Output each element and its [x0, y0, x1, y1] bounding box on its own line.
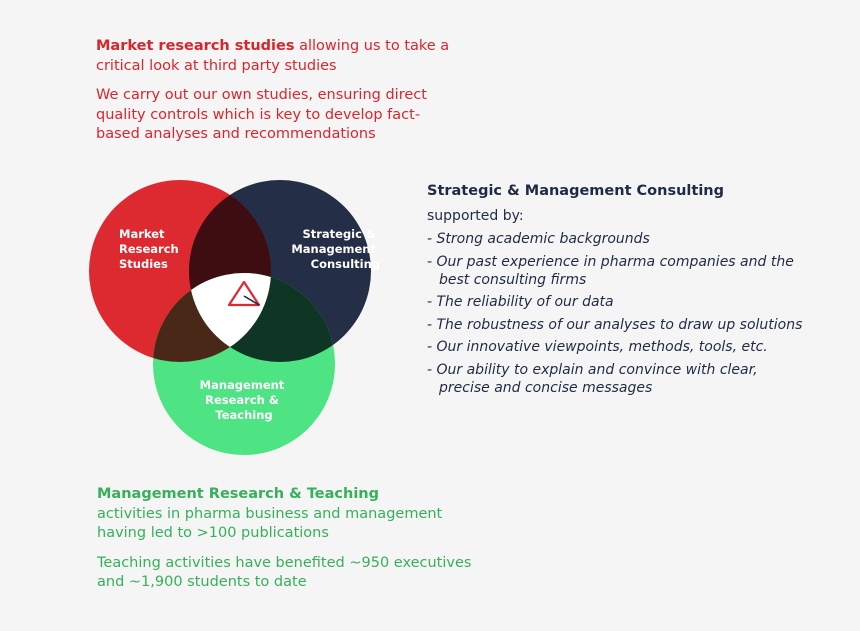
market-research-heading-rest: allowing us to take a critical look at t… [96, 38, 450, 74]
list-item: - Strong academic backgrounds [427, 231, 650, 247]
market-research-intro: Market research studies allowing us to t… [96, 37, 456, 76]
market-label: Market Research Studies [119, 227, 183, 271]
market-research-paragraph: We carry out our own studies, ensuring d… [96, 87, 427, 142]
consulting-list: - Strong academic backgrounds - Our past… [427, 230, 807, 397]
research-paragraph: Teaching activities have benefited ~950 … [97, 554, 472, 591]
research-line: activities in pharma business and manage… [97, 505, 443, 542]
list-item: - The robustness of our analyses to draw… [427, 316, 803, 333]
list-item: - Our innovative viewpoints, methods, to… [427, 339, 768, 355]
market-research-text: Market research studies allowing us to t… [96, 37, 456, 145]
consulting-heading: Strategic & Management Consulting [427, 183, 724, 199]
research-text: Management Research & Teaching activitie… [97, 485, 477, 593]
market-research-heading: Market research studies [96, 38, 295, 54]
triangle-logo-icon [227, 280, 261, 307]
consulting-subheading: supported by: [427, 208, 524, 224]
consulting-text: Strategic & Management Consulting suppor… [427, 181, 807, 401]
list-item: - Our past experience in pharma companie… [427, 253, 794, 288]
list-item: - Our ability to explain and convince wi… [427, 361, 758, 396]
research-heading: Management Research & Teaching [97, 486, 380, 502]
research-label: Management Research & Teaching [200, 378, 289, 422]
market-research-overlap [153, 273, 271, 362]
list-item: - The reliability of our data [427, 294, 614, 310]
consulting-label: Strategic & Management Consulting [291, 227, 380, 271]
